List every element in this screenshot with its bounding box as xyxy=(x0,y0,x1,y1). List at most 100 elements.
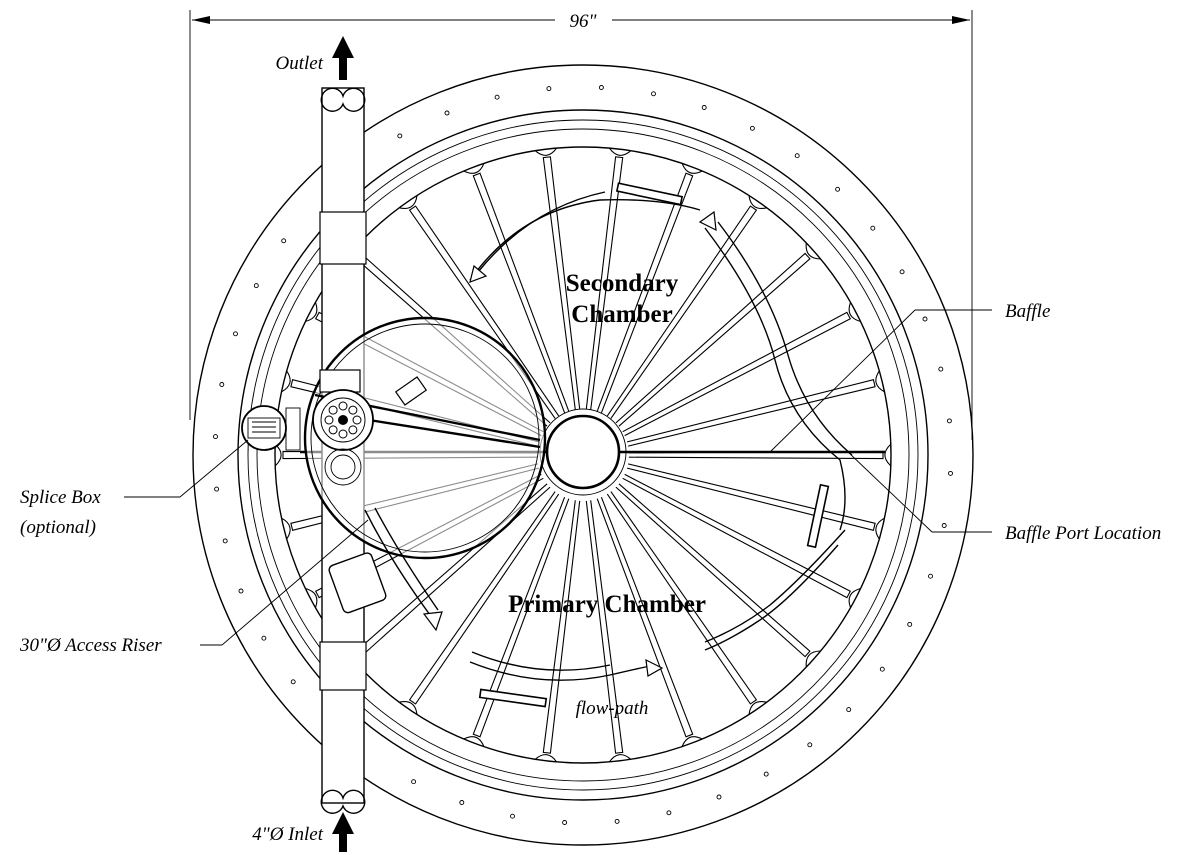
pump-port xyxy=(328,405,338,415)
bolt-hole xyxy=(907,621,913,627)
rib-cap xyxy=(399,701,418,715)
radial-rib xyxy=(596,172,694,413)
tank-outer-wall xyxy=(192,64,974,846)
inlet-label: 4"Ø Inlet xyxy=(252,824,323,845)
rib-cap xyxy=(281,517,291,540)
splice-box-optional-label: (optional) xyxy=(20,517,96,538)
rim-ring-outer xyxy=(237,109,929,801)
leader-lines xyxy=(124,309,992,646)
bolt-hole xyxy=(666,810,672,816)
rib-cap xyxy=(875,517,885,540)
pump-port xyxy=(324,415,334,425)
rib-cap xyxy=(884,443,892,467)
rib-cap xyxy=(681,736,703,747)
bolt-hole xyxy=(598,85,604,90)
rib-cap xyxy=(748,195,767,209)
bolt-hole xyxy=(763,771,769,777)
rib-cap xyxy=(463,736,485,747)
rib-cap xyxy=(748,701,767,715)
bolt-hole xyxy=(749,125,755,131)
rim-ring-inner xyxy=(274,146,892,764)
radial-rib xyxy=(596,497,694,738)
bolt-hole xyxy=(835,186,841,192)
radial-rib xyxy=(585,500,624,754)
bolt-hole xyxy=(941,523,947,528)
bolt-hole xyxy=(614,818,620,824)
rib-cap xyxy=(608,147,632,156)
rib-cap xyxy=(534,754,558,763)
bolt-hole xyxy=(213,434,218,440)
bolt-hole xyxy=(899,269,905,275)
radial-rib xyxy=(408,205,560,419)
rib-cap xyxy=(805,242,821,260)
bolt-hole xyxy=(922,316,928,322)
rib-cap xyxy=(848,587,861,608)
rib-cap xyxy=(305,587,318,608)
bolt-hole xyxy=(510,813,515,819)
dimension-line xyxy=(189,10,973,440)
radial-rib xyxy=(408,491,560,705)
rib-cap xyxy=(875,370,885,393)
bolt-hole xyxy=(222,538,228,544)
pump-port xyxy=(328,425,338,435)
bolt-hole xyxy=(494,94,500,100)
bolt-hole xyxy=(459,800,465,805)
secondary-chamber-label-2: Chamber xyxy=(571,301,672,328)
radial-rib xyxy=(606,491,758,705)
bolt-hole xyxy=(290,679,296,685)
bolt-hole xyxy=(219,382,225,387)
rim-ring-2 xyxy=(247,119,919,791)
pump-port xyxy=(352,415,362,425)
rib-cap xyxy=(281,370,291,393)
bolt-hole xyxy=(562,820,568,825)
radial-rib xyxy=(542,156,581,410)
rib-cap xyxy=(848,302,861,323)
bolt-hole xyxy=(233,331,238,337)
pump-port xyxy=(338,429,348,439)
bolt-hole xyxy=(253,283,259,289)
rim-ring-3 xyxy=(256,128,910,782)
radial-rib xyxy=(626,463,876,531)
bolt-hole xyxy=(948,470,953,476)
rib-cap xyxy=(305,302,318,323)
radial-rib xyxy=(622,473,852,599)
bolt-hole xyxy=(546,86,552,92)
bolt-hole xyxy=(397,133,403,139)
arrow-up-icon xyxy=(332,36,354,80)
baffle-label: Baffle xyxy=(1005,301,1050,322)
pump-port xyxy=(348,425,358,435)
bolt-hole xyxy=(716,794,722,800)
bolt-hole xyxy=(701,105,707,110)
radial-rib xyxy=(585,156,624,410)
bolt-hole xyxy=(807,742,813,748)
bolt-hole xyxy=(946,418,952,424)
center-column xyxy=(545,414,621,490)
bolt-hole xyxy=(651,91,656,97)
bolt-hole xyxy=(879,666,885,672)
rib-cap xyxy=(608,754,632,763)
bolt-hole xyxy=(444,110,450,116)
outlet-label: Outlet xyxy=(276,53,324,74)
primary-chamber-label: Primary Chamber xyxy=(508,591,706,618)
rib-cap xyxy=(399,195,418,209)
radial-rib xyxy=(615,483,811,658)
pump-port xyxy=(348,405,358,415)
bolt-hole xyxy=(281,238,287,244)
flow-path-arrows xyxy=(364,191,853,681)
radial-rib xyxy=(626,379,876,447)
bolt-hole xyxy=(938,366,944,372)
splice-box xyxy=(241,405,301,451)
access-riser xyxy=(303,316,547,560)
pump-unit xyxy=(312,369,428,486)
bolt-hole xyxy=(214,486,220,492)
bolt-hole xyxy=(261,635,267,641)
radial-rib xyxy=(622,311,852,437)
rib-cap xyxy=(534,147,558,156)
secondary-chamber-label-1: Secondary xyxy=(566,270,679,297)
radial-rib xyxy=(606,205,758,419)
lid-panel xyxy=(328,552,387,614)
bolt-hole xyxy=(870,225,876,231)
dimension-label: 96" xyxy=(570,11,598,32)
